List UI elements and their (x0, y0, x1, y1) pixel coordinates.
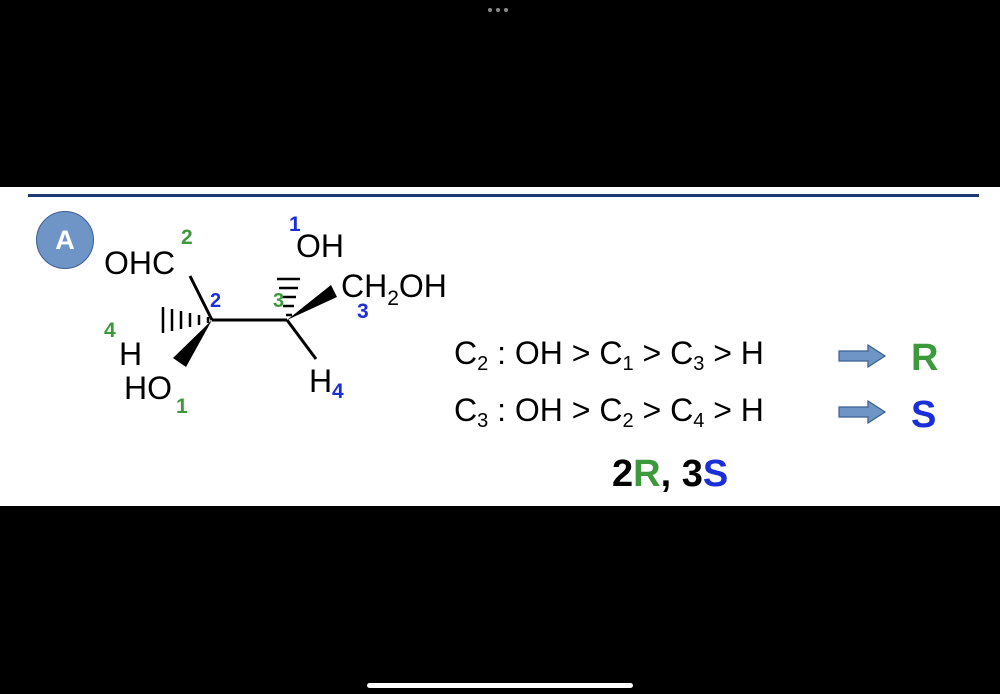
bond-c2-cho (188, 275, 214, 321)
window-dots-icon[interactable] (488, 6, 512, 14)
right-arrow-icon (838, 400, 886, 424)
header-rule (28, 194, 979, 197)
atom-h-bottom: H (309, 363, 332, 399)
atom-h-left: H (119, 336, 142, 372)
right-arrow-icon (838, 344, 886, 368)
home-indicator[interactable] (367, 683, 633, 688)
priority-oh-top: 1 (289, 213, 301, 236)
hash-c2-h (161, 307, 210, 333)
configuration-summary: 2R, 3S (612, 453, 729, 495)
group-ohc: OHC (104, 245, 175, 281)
group-oh-top: OH (296, 228, 344, 264)
slide: A OHC OH CH2OH H HO H 2 3 (0, 187, 1000, 506)
panel-badge: A (36, 211, 94, 269)
priority-h-left: 4 (104, 319, 116, 342)
result-c3: S (911, 394, 937, 436)
result-c2: R (911, 337, 939, 379)
hash-c3-oh (277, 277, 300, 317)
molecule-structure: OHC OH CH2OH H HO H 2 3 2 1 3 4 1 4 (104, 213, 447, 418)
priority-ohc: 2 (181, 226, 193, 249)
carbon-number-2: 2 (210, 290, 221, 312)
priority-ho: 1 (176, 395, 188, 418)
carbon-number-3: 3 (273, 290, 284, 312)
wedge-c2-oh (173, 320, 212, 367)
cip-rule-c2: C2 : OH > C1 > C3 > H (454, 335, 764, 375)
priority-ch2oh: 3 (357, 300, 369, 323)
cip-rule-c3: C3 : OH > C2 > C4 > H (454, 392, 764, 432)
priority-h-bottom: 4 (332, 380, 344, 403)
group-ho-bottom: HO (124, 370, 172, 406)
group-ch2oh: CH2OH (341, 268, 447, 310)
wedge-c3-ch2oh (287, 285, 337, 320)
bond-c3-h (285, 319, 318, 360)
